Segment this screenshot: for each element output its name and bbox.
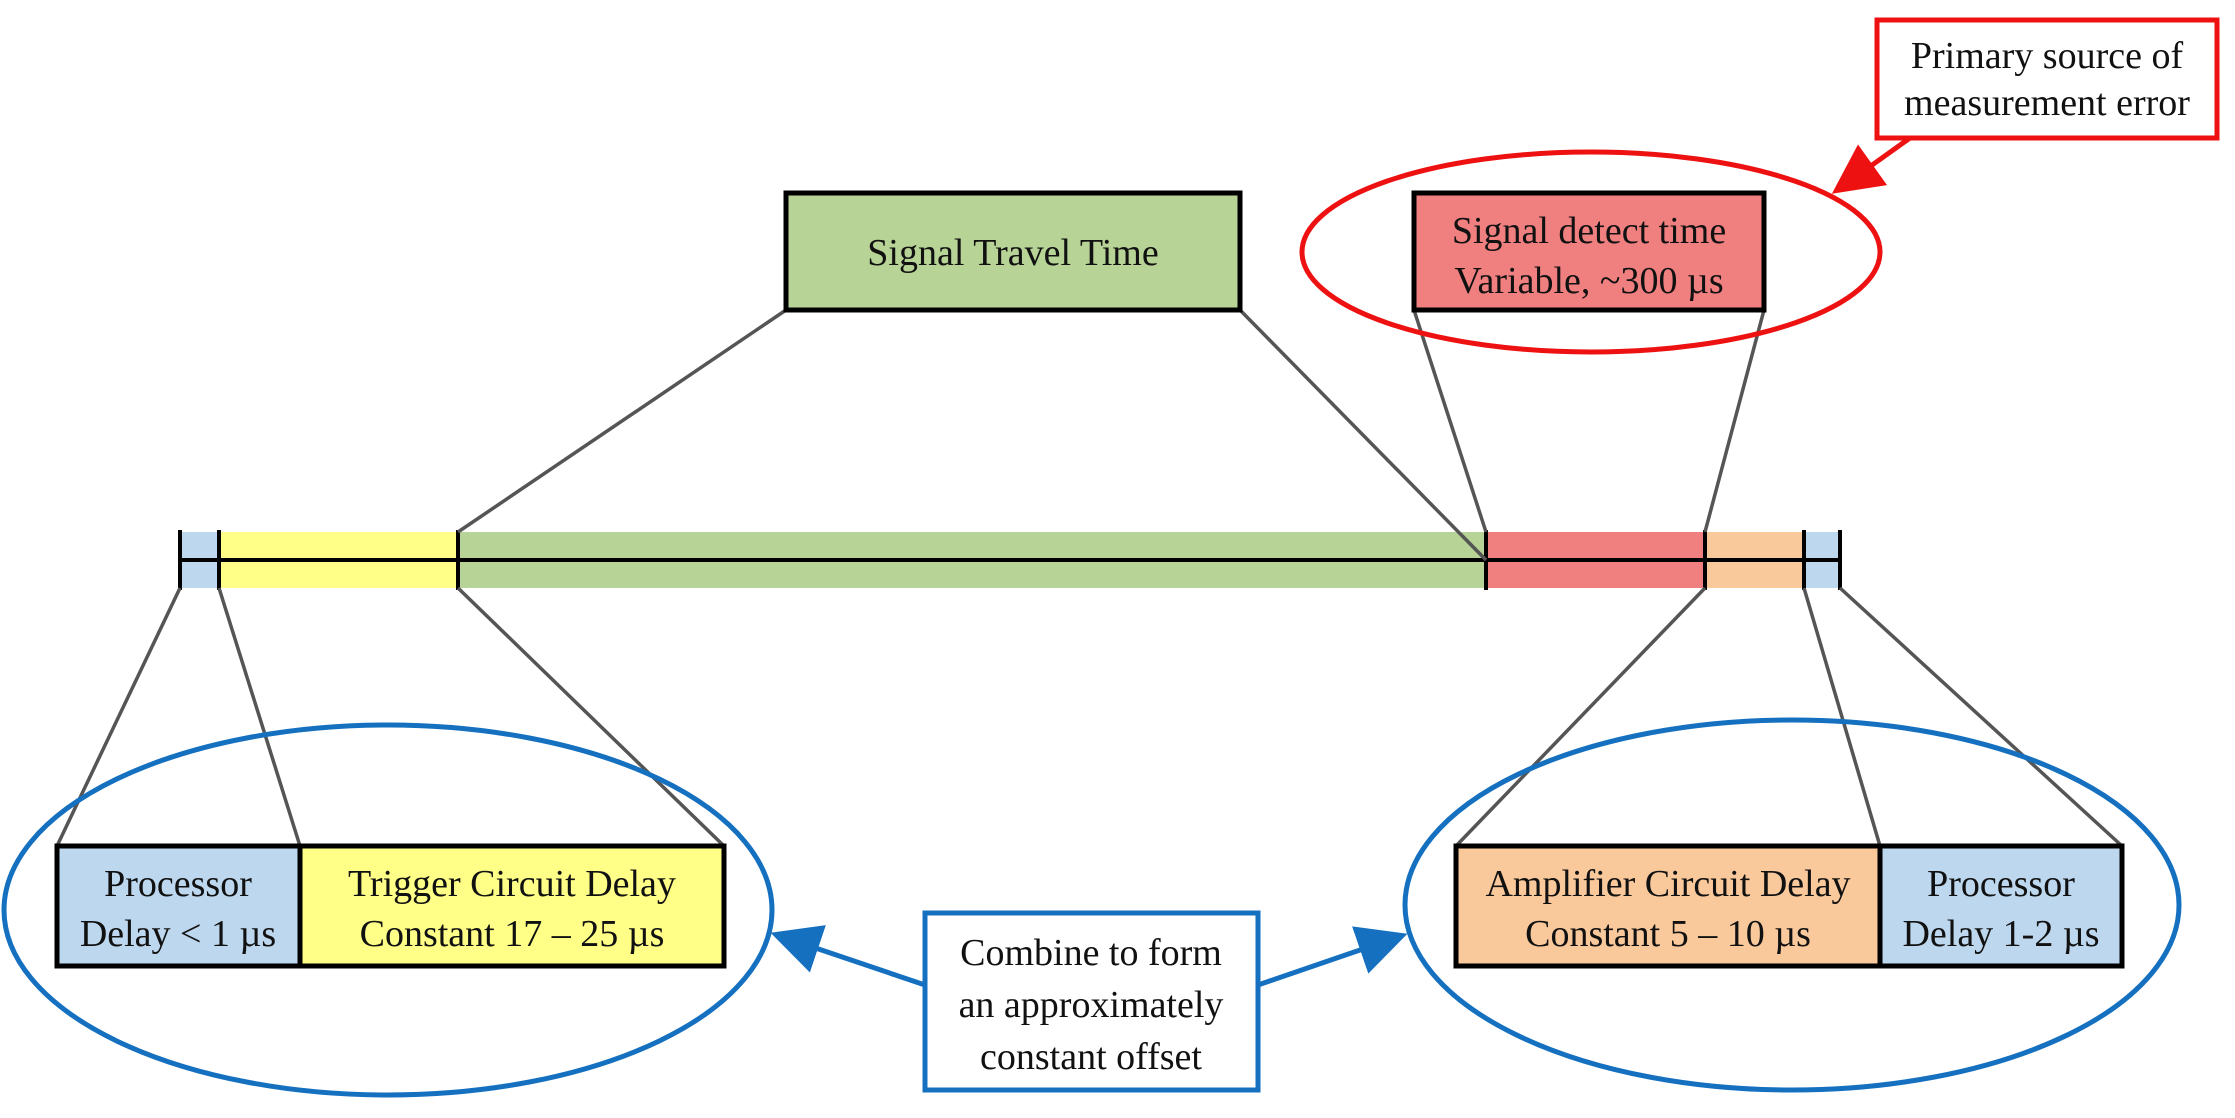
connector-travel-left (457, 308, 787, 534)
processor-right-box: Processor Delay 1-2 µs (1877, 843, 2125, 969)
connector-processor-left-b (217, 587, 302, 847)
amplifier-delay-box: Amplifier Circuit Delay Constant 5 – 10 … (1453, 843, 1883, 969)
connector-trigger-right (456, 586, 726, 848)
combine-arrow-right (1257, 926, 1408, 988)
trigger-delay-label: Trigger Circuit Delay (348, 863, 676, 905)
connector-travel-right (1238, 308, 1488, 562)
error-source-line2: measurement error (1904, 82, 2190, 124)
combine-arrow-left (770, 925, 926, 988)
signal-detect-value: Variable, ~300 µs (1454, 260, 1723, 302)
amplifier-delay-label: Amplifier Circuit Delay (1485, 863, 1850, 905)
combine-line1: Combine to form (960, 932, 1222, 974)
signal-detect-label: Signal detect time (1452, 210, 1726, 252)
connector-amplifier-left (1454, 586, 1707, 848)
processor-left-value: Delay < 1 µs (80, 913, 276, 955)
combine-line3: constant offset (980, 1036, 1202, 1078)
combine-line2: an approximately (959, 984, 1224, 1026)
error-arrow (1831, 135, 1912, 194)
error-highlight-ellipse (1299, 149, 1883, 355)
signal-travel-label: Signal Travel Time (867, 232, 1158, 274)
connector-processor-left-a (55, 587, 182, 847)
error-source-line1: Primary source of (1911, 35, 2184, 77)
connector-processor-right (1838, 586, 2124, 848)
connector-amplifier-right (1802, 587, 1882, 847)
connector-lines (55, 308, 2124, 848)
timeline-bar (178, 530, 1842, 590)
offset-group-ellipse-left (1, 722, 775, 1098)
trigger-delay-value: Constant 17 – 25 µs (360, 913, 665, 955)
connector-detect-right (1703, 309, 1766, 533)
processor-left-label: Processor (104, 863, 252, 905)
processor-left-box: Processor Delay < 1 µs (54, 843, 303, 969)
amplifier-delay-value: Constant 5 – 10 µs (1525, 913, 1811, 955)
trigger-delay-box: Trigger Circuit Delay Constant 17 – 25 µ… (297, 843, 727, 969)
combine-callout: Combine to form an approximately constan… (922, 910, 1261, 1093)
connector-detect-left (1412, 309, 1488, 533)
processor-right-label: Processor (1927, 863, 2075, 905)
offset-group-ellipse-right (1402, 717, 2182, 1093)
error-source-callout: Primary source of measurement error (1874, 17, 2220, 141)
signal-detect-box: Signal detect time Variable, ~300 µs (1411, 190, 1767, 313)
signal-travel-box: Signal Travel Time (783, 190, 1243, 313)
processor-right-value: Delay 1-2 µs (1902, 913, 2099, 955)
